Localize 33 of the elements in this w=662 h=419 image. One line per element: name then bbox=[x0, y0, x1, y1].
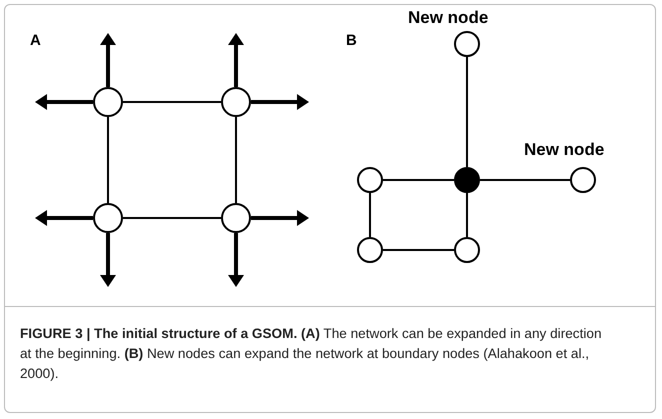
connector-line bbox=[466, 57, 468, 167]
connector-line bbox=[383, 179, 454, 181]
node-circle bbox=[221, 87, 251, 117]
connector-line bbox=[123, 217, 221, 219]
node-circle bbox=[454, 237, 480, 263]
panel-label: A bbox=[30, 32, 41, 49]
arrow bbox=[251, 210, 309, 226]
arrow bbox=[251, 94, 309, 110]
figure-caption: FIGURE 3 | The initial structure of a GSOM. (A) The network can be expanded in any direction at the beginning. (B) New nodes can expand the network at boundary nodes (Alahakoon et al., 2000). bbox=[20, 325, 603, 383]
arrow bbox=[228, 233, 244, 287]
node-circle bbox=[93, 87, 123, 117]
connector-line bbox=[369, 193, 371, 237]
node-circle bbox=[454, 31, 480, 57]
node-circle bbox=[93, 203, 123, 233]
connector-line bbox=[107, 117, 109, 203]
node-circle bbox=[357, 237, 383, 263]
node-circle bbox=[221, 203, 251, 233]
node-circle bbox=[570, 167, 596, 193]
filled-node-circle bbox=[454, 167, 480, 193]
arrow bbox=[100, 33, 116, 87]
arrow bbox=[35, 210, 93, 226]
arrow bbox=[100, 233, 116, 287]
arrow bbox=[228, 33, 244, 87]
node-label: New node bbox=[524, 140, 604, 160]
connector-line bbox=[235, 117, 237, 203]
connector-line bbox=[466, 193, 468, 237]
connector-line bbox=[123, 101, 221, 103]
node-circle bbox=[357, 167, 383, 193]
arrow bbox=[35, 94, 93, 110]
connector-line bbox=[480, 179, 570, 181]
panel-label: B bbox=[346, 32, 357, 49]
node-label: New node bbox=[408, 8, 488, 28]
connector-line bbox=[383, 249, 454, 251]
